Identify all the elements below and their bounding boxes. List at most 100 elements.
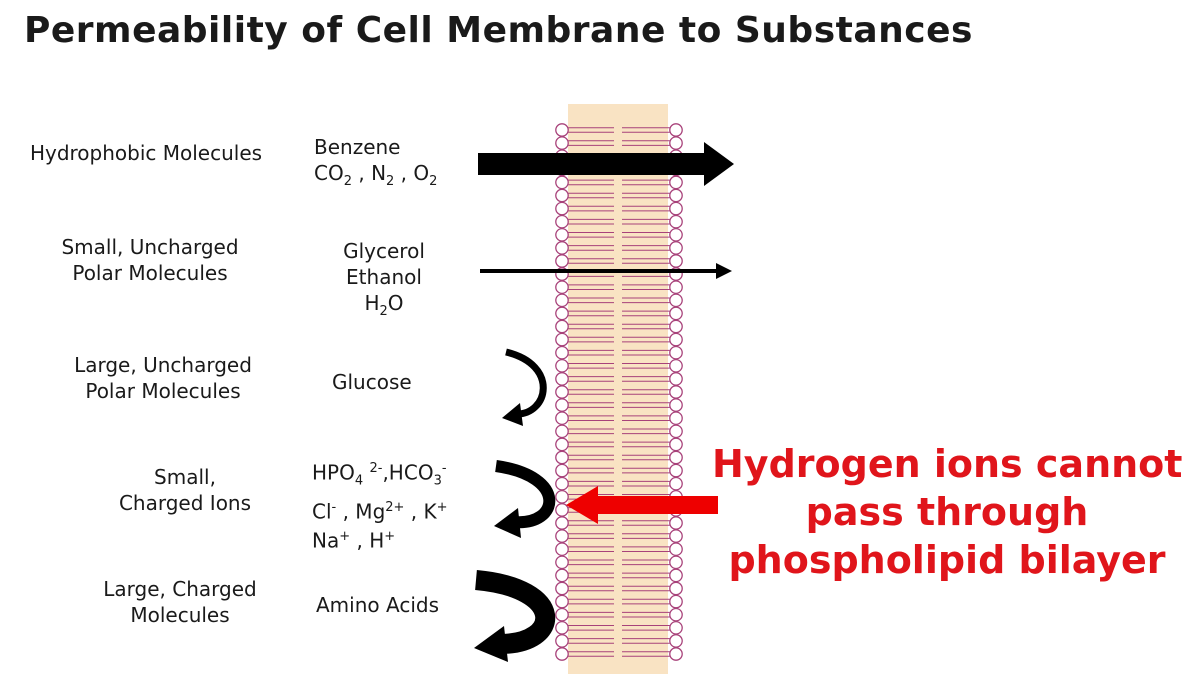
example-line: HPO4 2-,HCO3- — [312, 460, 447, 489]
lipid-head — [555, 227, 569, 242]
category-line: Polar Molecules — [85, 379, 241, 403]
lipid-head — [669, 227, 683, 242]
lipid-head — [669, 293, 683, 308]
lipid-head — [669, 123, 683, 137]
lipid-head — [669, 542, 683, 557]
lipid-head — [555, 581, 569, 596]
lipid-head — [555, 136, 569, 150]
lipid-head — [669, 372, 683, 386]
lipid-head — [669, 411, 683, 426]
deflect-arrow-large-uncharged-polar — [502, 348, 547, 426]
example-line: CO2 , N2 , O2 — [314, 161, 438, 189]
pass-arrow-small-uncharged-polar — [480, 263, 732, 279]
lipid-head — [555, 123, 569, 137]
lipid-head — [555, 594, 569, 609]
lipid-head — [555, 411, 569, 426]
lipid-head — [555, 463, 569, 478]
lipid-head — [669, 162, 683, 177]
lipid-head — [555, 372, 569, 386]
examples-small-charged-ions: HPO4 2-,HCO3- Cl- , Mg2+ , K+ Na+ , H+ — [312, 456, 448, 554]
lipid-head — [669, 620, 683, 635]
lipid-head — [555, 254, 569, 268]
lipid-head — [555, 542, 569, 557]
category-line: Charged Ions — [118, 491, 252, 515]
lipid-head — [555, 280, 569, 295]
red-arrow-hydrogen-ions — [566, 486, 718, 524]
lipid-head — [555, 332, 569, 347]
example-line: Cl- , Mg2+ , K+ — [312, 499, 448, 524]
lipid-head — [669, 398, 683, 412]
lipid-head — [669, 214, 683, 229]
lipid-head — [555, 489, 569, 504]
lipid-head — [669, 503, 683, 517]
lipid-head — [669, 149, 683, 164]
lipid-head — [555, 175, 569, 190]
lipid-head — [669, 345, 683, 360]
pass-arrow-hydrophobic — [478, 142, 734, 186]
example-line: Na+ , H+ — [312, 528, 396, 553]
lipid-head — [555, 424, 569, 439]
lipid-head — [555, 162, 569, 177]
lipid-head — [669, 254, 683, 268]
lipid-head — [555, 437, 569, 452]
lipid-head — [669, 136, 683, 150]
hydrogen-ions-callout: Hydrogen ions cannot pass through phosph… — [712, 440, 1182, 584]
category-large-charged: Large, Charged Molecules — [72, 576, 288, 628]
lipid-head — [555, 149, 569, 164]
category-small-uncharged-polar: Small, Uncharged Polar Molecules — [40, 234, 260, 286]
lipid-head — [555, 201, 569, 216]
lipid-head — [669, 489, 683, 504]
deflect-arrow-large-charged — [474, 570, 556, 662]
lipid-head — [669, 437, 683, 452]
lipid-head — [669, 529, 683, 543]
lipid-head — [555, 293, 569, 308]
lipid-head — [555, 607, 569, 622]
lipid-head — [669, 188, 683, 203]
lipid-head — [669, 634, 683, 648]
lipid-head — [669, 516, 683, 530]
example-line: H2O — [364, 291, 404, 319]
category-hydrophobic: Hydrophobic Molecules — [12, 140, 280, 166]
lipid-head — [555, 568, 569, 583]
example-line: Glucose — [332, 370, 412, 394]
lipid-head — [669, 555, 683, 570]
lipid-head — [555, 385, 569, 399]
lipid-head — [555, 358, 569, 373]
lipid-head — [555, 555, 569, 570]
lipid-head — [669, 241, 683, 255]
category-line: Polar Molecules — [72, 261, 228, 285]
page-title: Permeability of Cell Membrane to Substan… — [24, 10, 973, 51]
lipid-head — [669, 594, 683, 609]
category-line: Hydrophobic Molecules — [29, 141, 263, 165]
lipid-head — [555, 188, 569, 203]
lipid-head — [555, 450, 569, 465]
lipid-head — [669, 385, 683, 399]
category-line: Small, — [154, 465, 216, 489]
lipid-head — [555, 319, 569, 334]
examples-large-uncharged-polar: Glucose — [332, 369, 412, 395]
lipid-head — [669, 568, 683, 583]
examples-hydrophobic: Benzene CO2 , N2 , O2 — [314, 134, 437, 195]
lipid-head — [555, 516, 569, 530]
examples-small-uncharged-polar: Glycerol Ethanol H2O — [320, 238, 448, 325]
lipid-head — [669, 319, 683, 334]
examples-large-charged: Amino Acids — [316, 592, 439, 618]
lipid-head — [669, 201, 683, 216]
callout-line: phospholipid bilayer — [728, 538, 1166, 582]
example-line: Benzene — [314, 135, 401, 159]
lipid-head — [555, 241, 569, 255]
category-small-charged-ions: Small, Charged Ions — [90, 464, 280, 516]
callout-line: Hydrogen ions cannot — [712, 442, 1183, 486]
lipid-head — [669, 175, 683, 190]
lipid-head — [555, 345, 569, 360]
lipid-head — [669, 607, 683, 622]
category-line: Molecules — [130, 603, 230, 627]
lipid-head — [669, 424, 683, 439]
lipid-head — [555, 476, 569, 491]
lipid-head — [669, 463, 683, 478]
lipid-head — [669, 280, 683, 295]
lipid-head — [555, 503, 569, 517]
lipid-head — [555, 398, 569, 412]
lipid-head — [669, 476, 683, 491]
lipid-head — [669, 647, 683, 661]
